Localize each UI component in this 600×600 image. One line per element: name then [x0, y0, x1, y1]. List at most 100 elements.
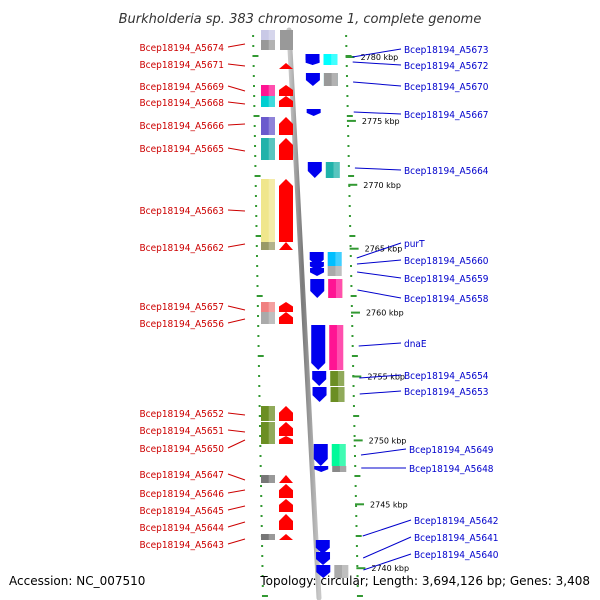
gene-arrow	[279, 96, 293, 107]
gene-color-block	[323, 54, 338, 65]
gene-label: Bcep18194_A5645	[139, 506, 224, 517]
gene-color-block	[327, 252, 342, 266]
gene-arrow	[305, 60, 320, 65]
gene-color-block	[330, 371, 345, 386]
gene-label: Bcep18194_A5672	[404, 61, 489, 72]
gene-arrow	[310, 279, 325, 298]
leader-line	[227, 305, 246, 311]
leader-line	[362, 519, 412, 537]
gene-arrow	[311, 325, 326, 370]
gene-color-block	[261, 436, 275, 444]
gene-color-block	[261, 242, 275, 250]
gene-arrow	[279, 422, 293, 436]
leader-line	[363, 553, 412, 571]
map-title: Burkholderia sp. 383 chromosome 1, compl…	[119, 12, 482, 27]
gene-label: Bcep18194_A5669	[139, 82, 224, 93]
gene-label: Bcep18194_A5662	[139, 243, 224, 254]
leader-line	[352, 48, 402, 58]
gene-color-block	[330, 387, 345, 402]
gene-arrow	[310, 268, 325, 276]
gene-arrow	[305, 73, 320, 86]
leader-line	[357, 271, 402, 279]
gene-arrow	[316, 565, 331, 578]
gene-arrow	[279, 514, 293, 530]
leader-line	[227, 473, 246, 481]
gene-color-block	[261, 422, 275, 436]
gene-color-block	[327, 266, 342, 276]
gene-label: Bcep18194_A5648	[409, 464, 494, 475]
forward-strand-genes	[305, 54, 349, 578]
gene-color-block	[331, 444, 346, 466]
gene-label: Bcep18194_A5640	[414, 550, 499, 561]
gene-color-block	[328, 279, 343, 298]
scale-label: 2760 kbp	[366, 309, 404, 318]
gene-arrow	[307, 162, 322, 178]
gene-label: Bcep18194_A5647	[139, 470, 224, 481]
gene-arrow	[279, 179, 293, 242]
gene-color-block	[261, 138, 275, 160]
gene-label: Bcep18194_A5673	[404, 45, 489, 56]
gene-label: Bcep18194_A5666	[139, 121, 224, 132]
gene-label: Bcep18194_A5663	[139, 206, 224, 217]
leader-line	[227, 412, 246, 416]
gene-arrow	[279, 138, 293, 160]
gene-arrow	[315, 540, 330, 554]
gene-arrow	[279, 475, 293, 483]
gene-arrow	[306, 109, 321, 116]
leader-line	[227, 538, 246, 545]
gene-arrow	[279, 534, 293, 540]
gene-arrow	[279, 302, 293, 312]
gene-label: Bcep18194_A5646	[139, 489, 224, 500]
scale-label: 2745 kbp	[370, 500, 408, 509]
gene-label: Bcep18194_A5665	[139, 144, 224, 155]
gene-label: Bcep18194_A5641	[414, 533, 499, 544]
scale-label: 2740 kbp	[371, 564, 409, 573]
gene-arrow	[279, 117, 293, 135]
leader-line	[227, 489, 246, 494]
leader-line	[356, 242, 402, 259]
leader-line	[227, 101, 246, 105]
leader-line	[227, 209, 246, 212]
scale-label: 2775 kbp	[362, 117, 400, 126]
leader-line	[352, 61, 402, 66]
gene-color-block	[261, 302, 275, 312]
leader-line	[227, 243, 246, 248]
scale-label: 2755 kbp	[367, 373, 405, 382]
leader-line	[227, 521, 246, 528]
gene-color-block	[261, 179, 275, 242]
gene-arrow	[279, 436, 293, 444]
gene-arrow	[313, 444, 328, 466]
gene-label: Bcep18194_A5658	[404, 294, 489, 305]
leader-line	[354, 167, 402, 171]
gene-color-block	[334, 565, 349, 578]
gene-arrow	[279, 85, 293, 96]
gene-label: Bcep18194_A5670	[404, 82, 489, 93]
gene-label: Bcep18194_A5653	[404, 387, 489, 398]
gene-color-block	[261, 475, 275, 483]
leader-line	[227, 318, 246, 324]
gene-arrow	[312, 387, 327, 402]
leader-line	[360, 448, 407, 456]
gene-arrow	[279, 406, 293, 421]
gene-color-block	[261, 40, 275, 50]
gene-color-block	[261, 96, 275, 107]
gene-arrow	[312, 371, 327, 386]
leader-line	[227, 429, 246, 433]
gene-label: Bcep18194_A5642	[414, 516, 499, 527]
gene-arrow	[280, 30, 293, 50]
gene-label: Bcep18194_A5667	[404, 110, 489, 121]
leader-line	[358, 342, 402, 347]
gene-color-block	[325, 162, 340, 178]
forward-strand-labels: Bcep18194_A5673Bcep18194_A5672Bcep18194_…	[352, 45, 499, 571]
gene-color-block	[329, 325, 344, 370]
scale-label: 2770 kbp	[363, 181, 401, 190]
gene-label: Bcep18194_A5652	[139, 409, 224, 420]
accession-text: Accession: NC_007510	[9, 574, 146, 588]
leader-line	[357, 289, 402, 299]
gene-label: Bcep18194_A5668	[139, 98, 224, 109]
scale-label: 2750 kbp	[369, 436, 407, 445]
leader-line	[227, 147, 246, 152]
leader-line	[227, 439, 246, 449]
gene-color-block	[261, 406, 275, 421]
